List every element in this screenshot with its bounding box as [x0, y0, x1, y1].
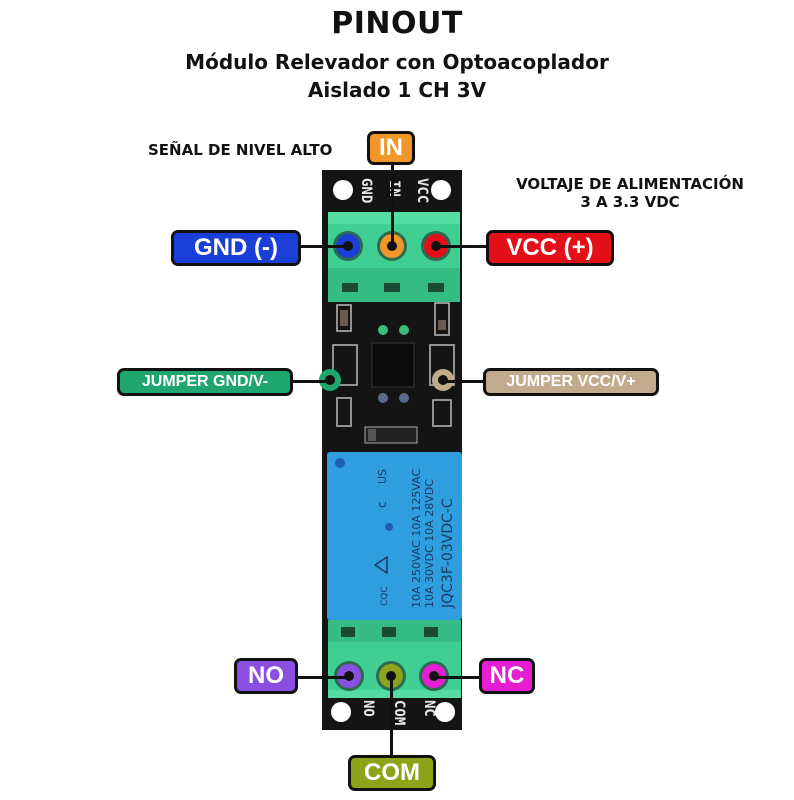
- warning-triangle-icon: [373, 555, 388, 575]
- mounting-hole: [331, 702, 351, 722]
- leader-line-jumper-vcc: [443, 380, 485, 383]
- voltage-note-line-2: 3 A 3.3 VDC: [580, 193, 680, 211]
- page-title: PINOUT: [331, 6, 463, 41]
- label-jumper-gnd: JUMPER GND/V-: [117, 368, 293, 396]
- relay-rating-2: 10A 30VDC 10A 28VDC: [423, 479, 436, 608]
- relay: [327, 452, 462, 620]
- relay-cert-c: c: [375, 501, 389, 508]
- voltage-note: VOLTAJE DE ALIMENTACIÓN 3 A 3.3 VDC: [480, 175, 780, 211]
- relay-cert-cqc: CQC: [380, 586, 390, 606]
- silk-label-vcc: VCC: [414, 178, 430, 203]
- subtitle-line-2: Aislado 1 CH 3V: [307, 78, 487, 102]
- leader-line-gnd: [300, 245, 348, 248]
- silk-label-gnd: GND: [358, 178, 374, 203]
- leader-line-nc: [434, 676, 482, 679]
- silk-label-com: COM: [391, 700, 407, 725]
- leader-line-com: [390, 676, 393, 758]
- leader-line-vcc: [436, 245, 488, 248]
- label-nc: NC: [479, 658, 535, 694]
- voltage-note-line-1: VOLTAJE DE ALIMENTACIÓN: [516, 175, 744, 193]
- label-com: COM: [348, 755, 436, 791]
- relay-model: JQC3F-03VDC-C: [440, 498, 456, 609]
- subtitle-line-1: Módulo Relevador con Optoacoplador: [185, 50, 609, 74]
- mounting-hole: [435, 702, 455, 722]
- leader-line-jumper-gnd: [290, 380, 330, 383]
- relay-rating-1: 10A 250VAC 10A 125VAC: [410, 468, 423, 608]
- label-vcc: VCC (+): [486, 230, 614, 266]
- label-jumper-vcc: JUMPER VCC/V+: [483, 368, 659, 396]
- signal-note: SEÑAL DE NIVEL ALTO: [148, 141, 333, 159]
- mounting-hole: [431, 180, 451, 200]
- label-in: IN: [367, 131, 415, 165]
- optocoupler: [371, 342, 415, 388]
- label-no: NO: [234, 658, 298, 694]
- mounting-hole: [333, 180, 353, 200]
- silk-label-no: NO: [360, 700, 376, 717]
- relay-cert-us: US: [376, 469, 389, 484]
- leader-line-in: [391, 160, 394, 246]
- leader-line-no: [296, 676, 349, 679]
- silk-label-nc: NC: [421, 700, 437, 717]
- silk-label-in: IN: [386, 180, 402, 197]
- label-gnd: GND (-): [171, 230, 301, 266]
